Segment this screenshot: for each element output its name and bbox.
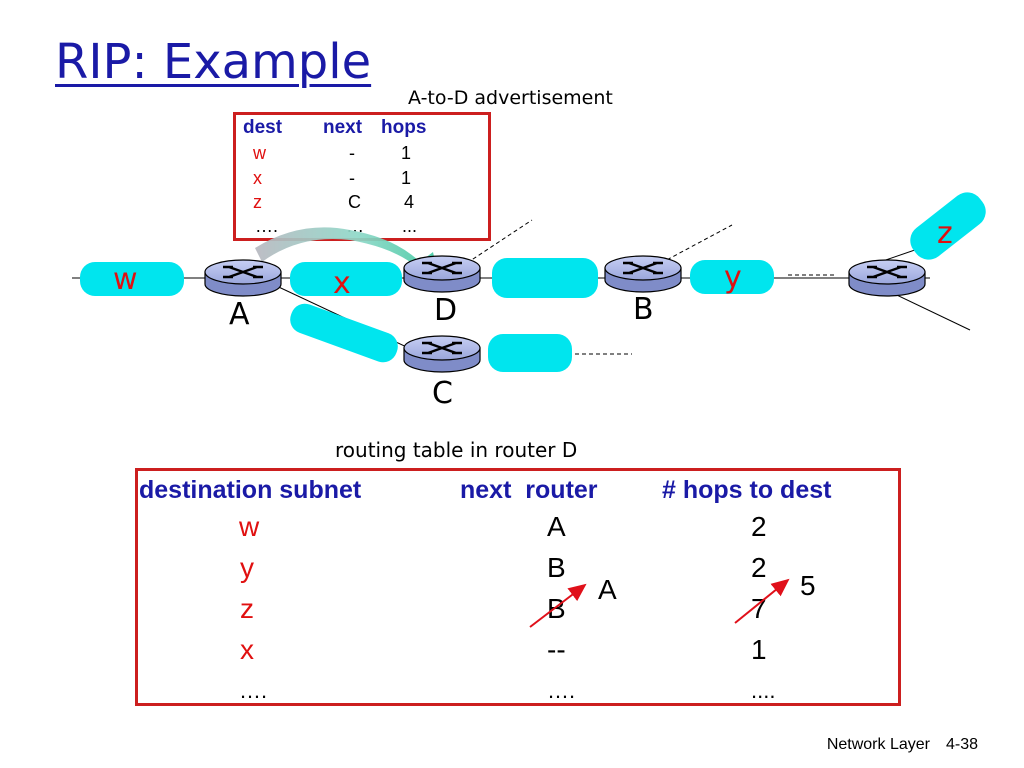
rt-row-dest: x — [240, 634, 254, 665]
rt-row-hops: 1 — [751, 634, 767, 665]
footer-section: Network Layer — [826, 736, 930, 753]
slide-title: RIP: Example — [55, 34, 372, 90]
adv-row-hops: 1 — [401, 168, 412, 188]
router-label-b: B — [633, 292, 654, 327]
adv-row-next: C — [348, 192, 361, 212]
subnet-a-c — [290, 303, 398, 363]
adv-row-hops: 1 — [401, 143, 412, 163]
link-d-dashed — [466, 219, 533, 264]
rt-row-next: A — [547, 511, 566, 542]
router-label-a: A — [229, 297, 250, 332]
router-label-d: D — [434, 293, 458, 328]
adv-header-next: next — [323, 117, 363, 138]
network-diagram — [72, 192, 986, 374]
subnet-z — [910, 192, 986, 260]
rt-row-hops: .... — [751, 678, 776, 703]
adv-header-hops: hops — [381, 117, 427, 138]
adv-row-next: - — [349, 143, 355, 163]
subnet-x — [290, 262, 402, 296]
rt-row-dest: z — [240, 593, 254, 624]
subnet-label-w: w — [113, 262, 138, 297]
router-label-c: C — [432, 376, 453, 411]
rt-row-next: …. — [547, 678, 576, 703]
update-arrow-hops — [734, 578, 790, 624]
rt-row-dest: y — [240, 552, 254, 583]
subnet-label-x: x — [333, 266, 351, 301]
rt-row-dest: …. — [239, 678, 268, 703]
adv-row-next: - — [349, 168, 355, 188]
rt-row-next: B — [547, 593, 566, 624]
adv-row-dest: w — [253, 143, 266, 163]
adv-row-hops: 4 — [404, 192, 415, 212]
update-arrow-next-router — [529, 583, 587, 628]
subnet-c — [488, 334, 572, 372]
rt-row-hops: 2 — [751, 552, 767, 583]
routing-table-caption: routing table in router D — [335, 438, 578, 462]
subnet-label-y: y — [724, 260, 742, 295]
updated-hops: 5 — [800, 570, 816, 601]
subnet-w — [80, 262, 184, 296]
rt-row-next: B — [547, 552, 566, 583]
subnet-label-z: z — [937, 216, 953, 251]
rt-header-hops: # hops to dest — [662, 476, 832, 504]
adv-header-dest: dest — [243, 117, 283, 138]
adv-row-dest: z — [253, 192, 262, 212]
routing-table-box — [135, 468, 901, 706]
slide-footer: Network Layer 4-38 — [811, 736, 978, 754]
advertisement-arrow — [255, 227, 440, 284]
rt-row-next: -- — [547, 634, 566, 665]
subnet-y — [690, 260, 774, 294]
updated-next-router: A — [598, 574, 617, 605]
advertisement-caption: A-to-D advertisement — [408, 87, 613, 109]
footer-page-number: 4-38 — [945, 736, 978, 753]
adv-row-dest: x — [253, 168, 262, 188]
adv-row-dest: …. — [255, 216, 279, 236]
rt-row-hops: 2 — [751, 511, 767, 542]
rt-row-dest: w — [239, 511, 260, 542]
adv-row-hops: ... — [402, 216, 418, 236]
rt-header-destination: destination subnet — [139, 476, 362, 504]
rt-header-next: next router — [460, 476, 598, 504]
subnet-d-b — [492, 258, 598, 298]
